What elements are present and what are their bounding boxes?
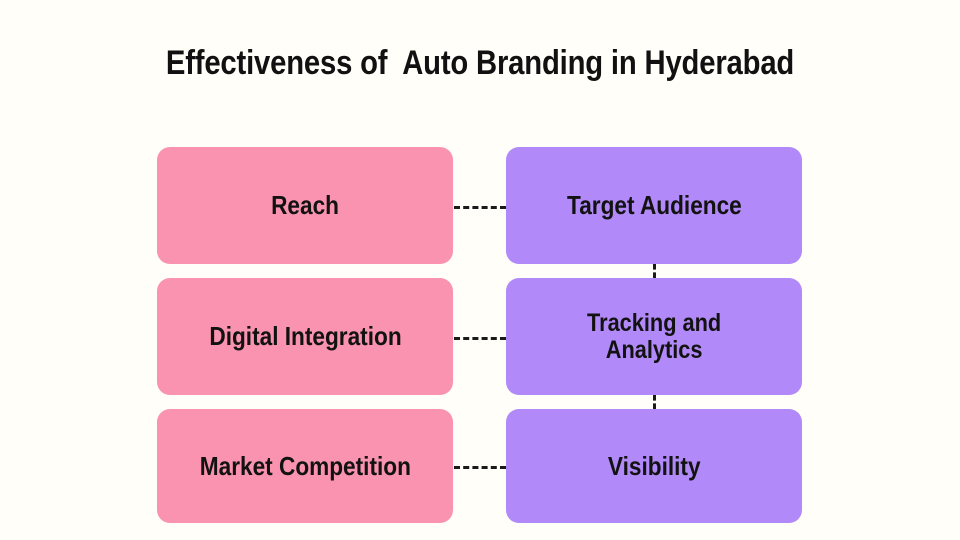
node-tracking-and-analytics[interactable]: Tracking and Analytics <box>506 278 802 395</box>
node-reach[interactable]: Reach <box>157 147 453 264</box>
node-visibility-label: Visibility <box>607 450 701 481</box>
node-target-audience[interactable]: Target Audience <box>506 147 802 264</box>
node-target-audience-label: Target Audience <box>566 190 742 221</box>
node-digital-integration[interactable]: Digital Integration <box>157 278 453 395</box>
page-title: Effectiveness of Auto Branding in Hydera… <box>165 44 795 82</box>
connector-market-competition-to-visibility <box>454 466 506 469</box>
node-reach-label: Reach <box>271 190 339 221</box>
node-digital-integration-label: Digital Integration <box>208 321 402 352</box>
node-tracking-and-analytics-label: Tracking and Analytics <box>586 308 722 364</box>
connector-tracking-and-analytics-to-visibility <box>653 395 656 409</box>
connector-target-audience-to-tracking-and-analytics <box>653 264 656 278</box>
node-market-competition[interactable]: Market Competition <box>157 409 453 523</box>
connector-digital-integration-to-tracking-and-analytics <box>454 337 506 340</box>
connector-reach-to-target-audience <box>454 206 506 209</box>
node-market-competition-label: Market Competition <box>199 450 411 481</box>
node-visibility[interactable]: Visibility <box>506 409 802 523</box>
